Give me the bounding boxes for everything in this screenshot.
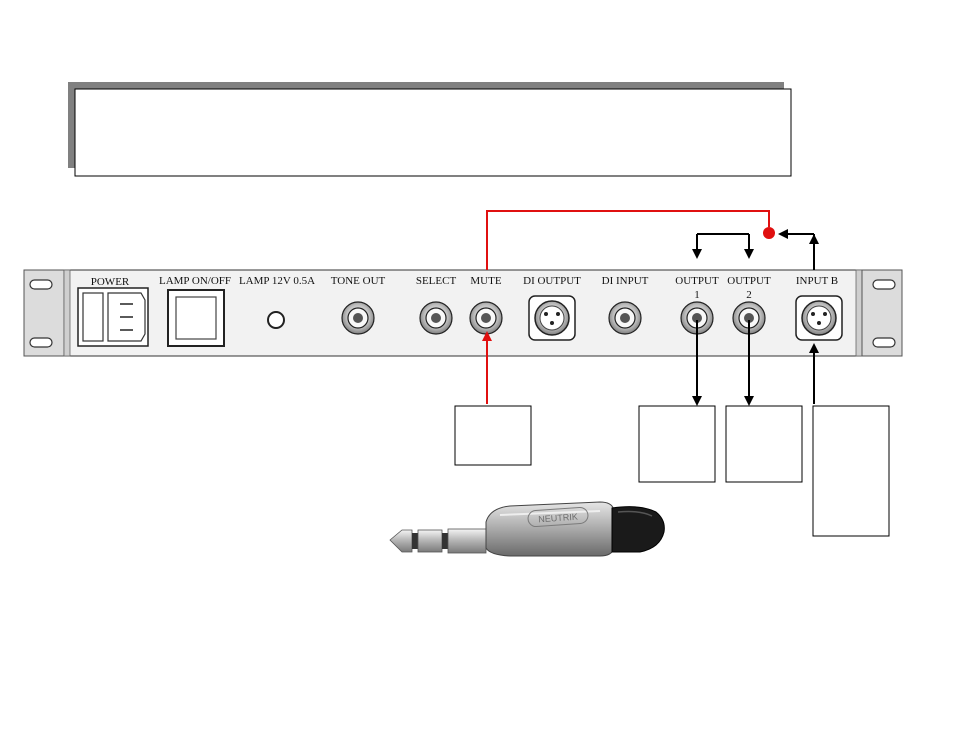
- mute-signal-wire: [482, 210, 775, 404]
- rack-slot-right-bottom: [872, 337, 896, 348]
- rack-slot-right-top: [872, 279, 896, 290]
- xlr-input-b[interactable]: [795, 295, 843, 341]
- jack-tone-out[interactable]: [341, 301, 375, 335]
- jack-mute[interactable]: [469, 301, 503, 335]
- trs-plug-illustration: NEUTRIK: [389, 501, 665, 557]
- rack-ear-left-flange: [63, 269, 71, 357]
- label-di-input: DI INPUT: [602, 275, 649, 287]
- xlr-di-output[interactable]: [528, 295, 576, 341]
- title-box: [68, 82, 792, 177]
- callout-box-mute: [454, 405, 532, 466]
- mute-wire-top: [486, 210, 770, 270]
- lamp-socket[interactable]: [267, 311, 285, 329]
- rack-slot-left-bottom: [29, 337, 53, 348]
- junction-dot: [763, 227, 775, 239]
- label-lamp-rating: LAMP 12V 0.5A: [239, 275, 315, 287]
- label-select: SELECT: [416, 275, 457, 287]
- power-inlet[interactable]: [77, 287, 149, 347]
- rack-slot-left-top: [29, 279, 53, 290]
- label-tone-out: TONE OUT: [331, 275, 386, 287]
- label-output-2-number: 2: [746, 289, 752, 301]
- label-power: POWER: [91, 276, 130, 288]
- plug-ring-insulator-2: [442, 533, 448, 549]
- plug-shell: [485, 501, 615, 557]
- jack-di-input[interactable]: [608, 301, 642, 335]
- callout-box-output-2: [725, 405, 803, 483]
- plug-boot: [611, 506, 665, 553]
- plug-brand-label: NEUTRIK: [538, 512, 578, 525]
- plug-sleeve: [447, 528, 487, 554]
- lamp-switch[interactable]: [167, 289, 225, 347]
- label-input-b: INPUT B: [796, 275, 838, 287]
- rack-ear-right-flange: [855, 269, 863, 357]
- label-output-2: OUTPUT: [727, 275, 771, 287]
- label-output-1: OUTPUT: [675, 275, 719, 287]
- callout-box-input-b: [812, 405, 890, 537]
- plug-tip: [389, 529, 413, 553]
- plug-ring-insulator-1: [412, 533, 418, 549]
- plug-ring: [417, 529, 443, 553]
- rack-panel: POWER LAMP ON/OFF LAMP 12V 0.5A TONE OUT…: [23, 269, 903, 357]
- title-box-frame: [74, 88, 792, 177]
- label-output-1-number: 1: [694, 289, 700, 301]
- label-di-output: DI OUTPUT: [523, 275, 581, 287]
- label-mute: MUTE: [470, 275, 501, 287]
- label-lamp-switch: LAMP ON/OFF: [159, 275, 231, 287]
- routing-lines: [692, 229, 819, 406]
- jack-select[interactable]: [419, 301, 453, 335]
- callout-box-output-1: [638, 405, 716, 483]
- fuse-holder: [82, 292, 104, 342]
